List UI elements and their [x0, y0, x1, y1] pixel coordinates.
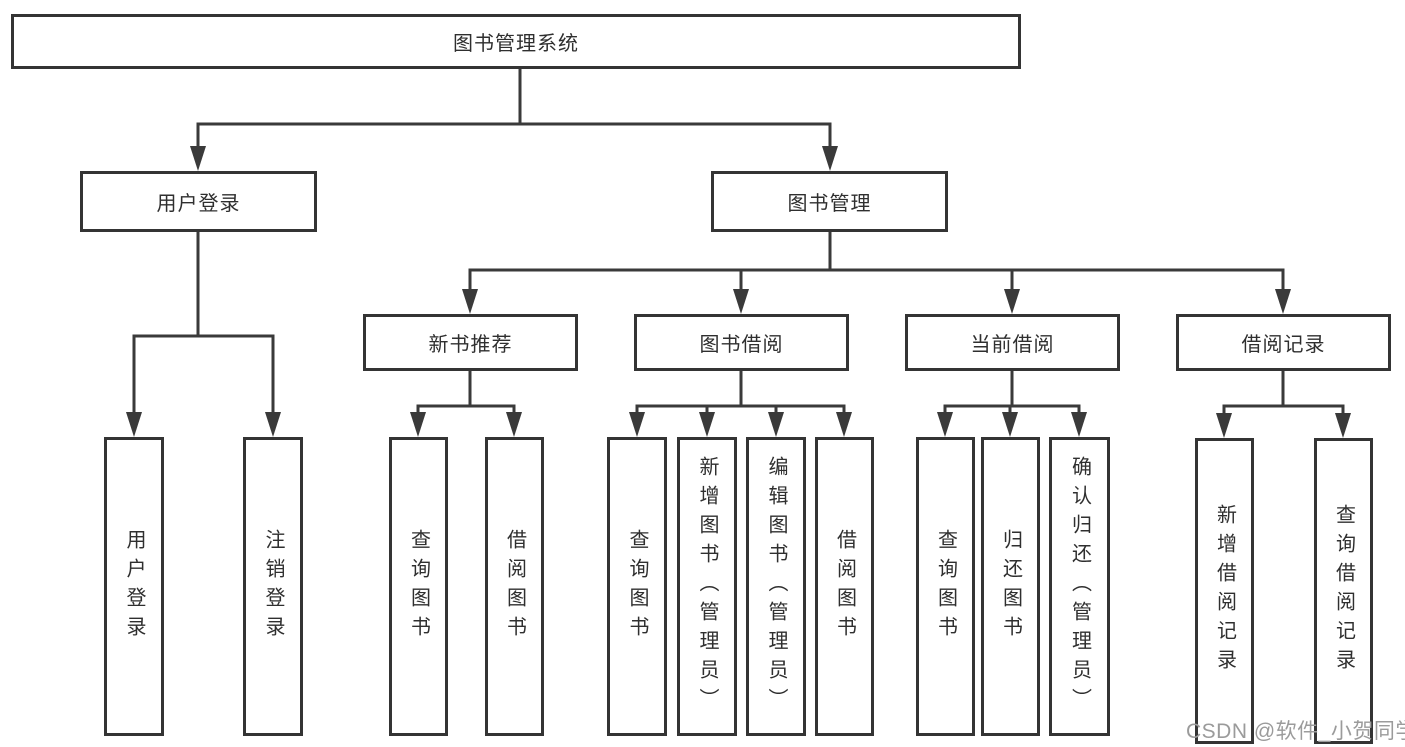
- leaf-user-login: 用户登录: [104, 437, 164, 736]
- node-borrow-records: 借阅记录: [1176, 314, 1391, 371]
- connector-root: [196, 69, 832, 152]
- leaf-borrow-add-books-admin: 新增图书（管理员）: [677, 437, 737, 736]
- node-user-login: 用户登录: [80, 171, 317, 232]
- arrowheads: [126, 146, 1351, 438]
- leaf-borrow-query-books: 查询图书: [607, 437, 667, 736]
- connector-book-borrow: [635, 371, 846, 419]
- csdn-watermark: CSDN @软件_小贺同学: [1186, 720, 1405, 743]
- leaf-current-query-books: 查询图书: [916, 437, 975, 736]
- node-new-book-recommend: 新书推荐: [363, 314, 578, 371]
- node-root: 图书管理系统: [11, 14, 1021, 69]
- connector-user-login: [132, 232, 275, 419]
- leaf-recommend-borrow-books: 借阅图书: [485, 437, 544, 736]
- connector-book-management: [468, 232, 1285, 296]
- leaf-borrow-borrow-books: 借阅图书: [815, 437, 874, 736]
- node-current-borrow: 当前借阅: [905, 314, 1120, 371]
- leaf-records-query-record: 查询借阅记录: [1314, 438, 1373, 744]
- leaf-borrow-edit-books-admin: 编辑图书（管理员）: [746, 437, 806, 736]
- connector-current-borrow: [943, 371, 1081, 419]
- leaf-records-add-record: 新增借阅记录: [1195, 438, 1254, 744]
- leaf-current-return-books: 归还图书: [981, 437, 1040, 736]
- leaf-recommend-query-books: 查询图书: [389, 437, 448, 736]
- connector-borrow-records: [1222, 371, 1345, 420]
- leaf-logout: 注销登录: [243, 437, 303, 736]
- leaf-current-confirm-return-admin: 确认归还（管理员）: [1049, 437, 1110, 736]
- node-book-borrow: 图书借阅: [634, 314, 849, 371]
- connector-new-book-recommend: [416, 371, 516, 419]
- node-book-management: 图书管理: [711, 171, 948, 232]
